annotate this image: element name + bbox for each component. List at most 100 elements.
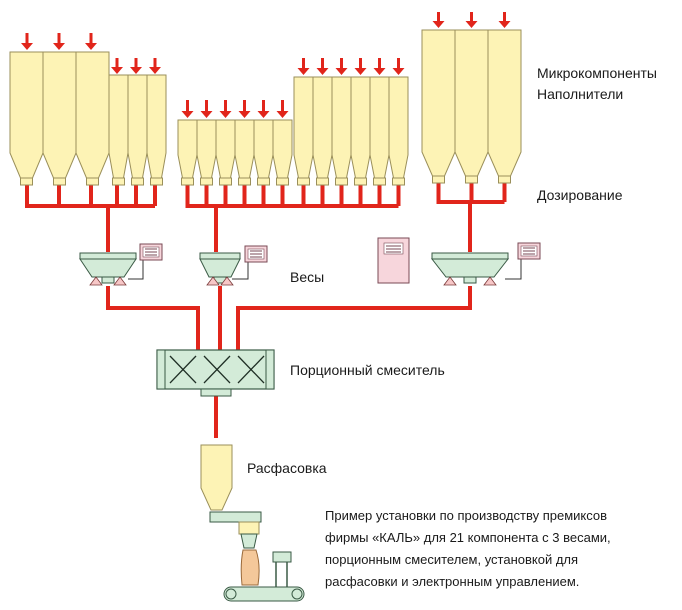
red-down-arrow-icon <box>85 33 97 50</box>
silo-body <box>369 76 390 179</box>
red-down-arrow-icon <box>276 100 289 118</box>
silo <box>487 29 522 184</box>
silo-body <box>234 119 255 179</box>
dosing-valve <box>316 177 329 186</box>
silo-body <box>127 74 148 179</box>
control-panel-icon <box>128 243 163 280</box>
silo <box>108 74 129 186</box>
dosing-valve <box>181 177 194 186</box>
silo-body <box>9 51 44 179</box>
silo <box>388 76 409 186</box>
weigh-hopper-icon <box>79 252 137 286</box>
pipe <box>185 185 401 208</box>
silo-body <box>487 29 522 177</box>
red-down-arrow-icon <box>297 58 310 75</box>
silo <box>293 76 314 186</box>
red-down-arrow-icon <box>53 33 65 50</box>
dosing-valve <box>354 177 367 186</box>
silo-body <box>196 119 217 179</box>
silo-body <box>215 119 236 179</box>
red-down-arrow-icon <box>238 100 251 118</box>
red-down-arrow-icon <box>257 100 270 118</box>
red-down-arrow-icon <box>432 12 445 28</box>
dosing-valve <box>86 177 99 186</box>
label-scales: Весы <box>290 269 325 285</box>
main-control-cabinet-icon <box>377 237 410 284</box>
red-down-arrow-icon <box>219 100 232 118</box>
control-panel-icon <box>232 245 268 280</box>
silo <box>75 51 110 186</box>
pipe <box>106 286 200 352</box>
dosing-valve <box>373 177 386 186</box>
dosing-valve <box>465 175 478 184</box>
dosing-valve <box>335 177 348 186</box>
label-dosing: Дозирование <box>537 187 623 203</box>
pipe <box>436 183 507 204</box>
label-fillers: Наполнители <box>537 86 624 102</box>
pipes-layer <box>25 183 507 438</box>
dosing-valve <box>200 177 213 186</box>
silo <box>146 74 167 186</box>
caption-line: расфасовки и электронным управлением. <box>325 574 580 589</box>
dosing-valve <box>276 177 289 186</box>
red-down-arrow-icon <box>316 58 329 75</box>
dosing-valve <box>112 177 125 186</box>
red-down-arrow-icon <box>392 58 405 75</box>
red-down-arrow-icon <box>200 100 213 118</box>
dosing-valve <box>257 177 270 186</box>
dosing-valve <box>238 177 251 186</box>
silo <box>42 51 77 186</box>
label-packing: Расфасовка <box>247 460 327 476</box>
silo <box>454 29 489 184</box>
arrows-layer <box>21 12 511 118</box>
dosing-valve <box>498 175 511 184</box>
conveyor <box>223 586 305 602</box>
silo-body <box>312 76 333 179</box>
silo <box>253 119 274 186</box>
dosing-valve <box>392 177 405 186</box>
weigh-hopper-icon <box>430 252 510 286</box>
red-down-arrow-icon <box>149 58 161 74</box>
silo <box>272 119 293 186</box>
silo-body <box>350 76 371 179</box>
silo <box>127 74 148 186</box>
batch-mixer-icon <box>156 349 275 397</box>
silo <box>196 119 217 186</box>
silo-body <box>421 29 456 177</box>
weigh-hopper-icon <box>199 252 241 286</box>
red-down-arrow-icon <box>111 58 123 74</box>
silo <box>312 76 333 186</box>
bagging-machine-icon <box>200 444 305 602</box>
red-down-arrow-icon <box>181 100 194 118</box>
label-mixer: Порционный смеситель <box>290 362 445 378</box>
control-panel-icon <box>505 242 541 280</box>
silo-body <box>42 51 77 179</box>
silo <box>350 76 371 186</box>
equipment-layer <box>79 237 541 602</box>
red-down-arrow-icon <box>21 33 33 50</box>
silo-body <box>253 119 274 179</box>
dosing-valve <box>53 177 66 186</box>
red-down-arrow-icon <box>465 12 478 28</box>
silo <box>331 76 352 186</box>
pipe <box>236 286 472 352</box>
bag <box>240 549 260 586</box>
silo <box>9 51 44 186</box>
red-down-arrow-icon <box>498 12 511 28</box>
silo <box>177 119 198 186</box>
silo-body <box>108 74 129 179</box>
caption-line: Пример установки по производству премикс… <box>325 508 608 523</box>
pipe <box>25 185 157 208</box>
silos-layer <box>9 29 522 186</box>
silo <box>421 29 456 184</box>
silo <box>215 119 236 186</box>
silo-body <box>293 76 314 179</box>
red-down-arrow-icon <box>354 58 367 75</box>
dosing-valve <box>432 175 445 184</box>
silo <box>369 76 390 186</box>
dosing-valve <box>20 177 33 186</box>
silo-body <box>146 74 167 179</box>
caption-text: Пример установки по производству премикс… <box>325 505 680 593</box>
silo-body <box>272 119 293 179</box>
